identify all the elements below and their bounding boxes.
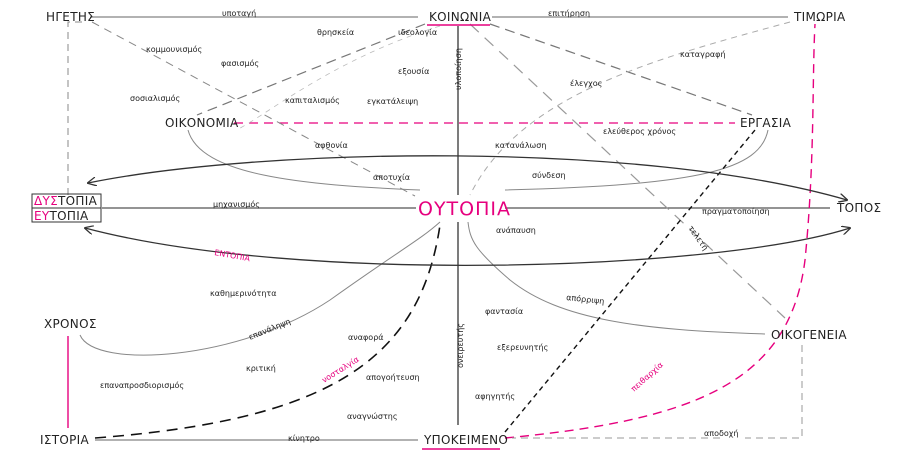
node-family: ΟΙΚΟΓΕΝΕΙΑ bbox=[771, 328, 847, 342]
label-surveillance: επιτήρηση bbox=[548, 9, 590, 18]
label-materialization: υλοποίηση bbox=[454, 48, 463, 90]
label-ritual: τελετή bbox=[686, 224, 709, 252]
curve-work-loop bbox=[504, 129, 769, 191]
line-society-work bbox=[489, 23, 753, 116]
node-economy: ΟΙΚΟΝΟΜΙΑ bbox=[165, 116, 239, 130]
label-consumption: κατανάλωση bbox=[495, 141, 546, 150]
center-utopia: ΟΥΤΟΠΙΑ bbox=[418, 198, 511, 220]
curve-punishment-center bbox=[469, 21, 791, 196]
label-recording: καταγραφή bbox=[680, 50, 726, 59]
node-eutopia: ΕΥΤΟΠΙΑ bbox=[34, 209, 89, 223]
node-place: ΤΟΠΟΣ bbox=[836, 201, 881, 215]
line-leader-center bbox=[91, 21, 416, 197]
node-leader: ΗΓΕΤΗΣ bbox=[46, 10, 95, 24]
label-fantasy: φαντασία bbox=[485, 307, 523, 316]
node-subject: ΥΠΟΚΕΙΜΕΝΟ bbox=[423, 433, 508, 447]
curve-society-leftdown bbox=[235, 25, 441, 131]
connector-lines bbox=[67, 16, 850, 441]
curve-subject-punishment bbox=[504, 23, 816, 439]
label-submission: υποταγή bbox=[222, 9, 256, 18]
label-dreaming: ονειρευτής bbox=[456, 323, 465, 368]
label-ideology: ιδεολογία bbox=[398, 28, 437, 37]
label-disappointment: απογοήτευση bbox=[366, 373, 420, 382]
label-redefinition: επαναπροσδιορισμός bbox=[100, 380, 184, 390]
node-punishment: ΤΙΜΩΡΙΑ bbox=[793, 10, 846, 24]
node-work: ΕΡΓΑΣΙΑ bbox=[740, 116, 792, 130]
label-rejection: απόρριψη bbox=[566, 292, 605, 306]
label-repetition: επανάληψη bbox=[247, 317, 291, 342]
node-history: ΙΣΤΟΡΙΑ bbox=[40, 433, 89, 447]
ellipse-lower-arrow bbox=[85, 228, 850, 266]
label-fascism: φασισμός bbox=[221, 58, 259, 68]
dystopia-prefix: ΔΥΣ bbox=[34, 194, 58, 208]
label-control: έλεγχος bbox=[570, 78, 602, 88]
line-family-bracket bbox=[745, 345, 803, 439]
nodes: ΗΓΕΤΗΣ ΚΟΙΝΩΝΙΑ ΤΙΜΩΡΙΑ ΟΙΚΟΝΟΜΙΑ ΕΡΓΑΣΙ… bbox=[34, 10, 881, 450]
label-reader: αναγνώστης bbox=[347, 411, 398, 421]
label-socialism: σοσιαλισμός bbox=[130, 93, 180, 103]
eutopia-prefix: ΕΥ bbox=[34, 209, 50, 223]
label-connection: σύνδεση bbox=[532, 170, 566, 180]
curve-time-center bbox=[79, 221, 441, 356]
label-trust: εγκατάλειψη bbox=[367, 97, 418, 106]
label-explorer: εξερευνητής bbox=[497, 343, 548, 352]
line-leader-left-bracket bbox=[67, 21, 82, 195]
label-critique: κριτική bbox=[246, 364, 276, 373]
line-society-family bbox=[469, 23, 786, 319]
node-dystopia: ΔΥΣΤΟΠΙΑ bbox=[34, 194, 98, 208]
label-power: εξουσία bbox=[398, 67, 429, 76]
node-society: ΚΟΙΝΩΝΙΑ bbox=[429, 10, 492, 24]
label-acceptance: αποδοχή bbox=[704, 429, 738, 438]
node-boxes bbox=[31, 193, 102, 223]
label-realization: πραγματοποίηση bbox=[702, 207, 770, 216]
ellipse-upper-arrow bbox=[88, 155, 847, 200]
label-communism: κομμουνισμός bbox=[146, 44, 202, 54]
dystopia-rest: ΤΟΠΙΑ bbox=[57, 194, 98, 208]
label-everyday: καθημερινότητα bbox=[210, 288, 277, 298]
label-capitalism: καπιταλισμός bbox=[285, 95, 340, 105]
label-motive: κίνητρο bbox=[288, 434, 320, 443]
node-time: ΧΡΟΝΟΣ bbox=[44, 317, 97, 331]
label-entopia: ΕΝΤΟΠΙΑ bbox=[214, 248, 252, 263]
line-society-economy bbox=[196, 23, 426, 116]
eutopia-rest: ΤΟΠΙΑ bbox=[49, 209, 90, 223]
label-persuasion: πειθαρχία bbox=[629, 360, 665, 393]
label-abundance: αφθονία bbox=[315, 141, 348, 150]
label-religion: θρησκεία bbox=[317, 28, 354, 37]
curve-family-center bbox=[467, 221, 766, 335]
label-free-time: ελεύθερος χρόνος bbox=[603, 126, 676, 136]
label-mechanisms: μηχανισμός bbox=[213, 199, 260, 209]
label-rest: ανάπαυση bbox=[496, 226, 536, 235]
label-failure: αποτυχία bbox=[373, 173, 410, 182]
label-narrator: αφηγητής bbox=[475, 392, 515, 401]
label-reference: αναφορά bbox=[348, 333, 384, 342]
